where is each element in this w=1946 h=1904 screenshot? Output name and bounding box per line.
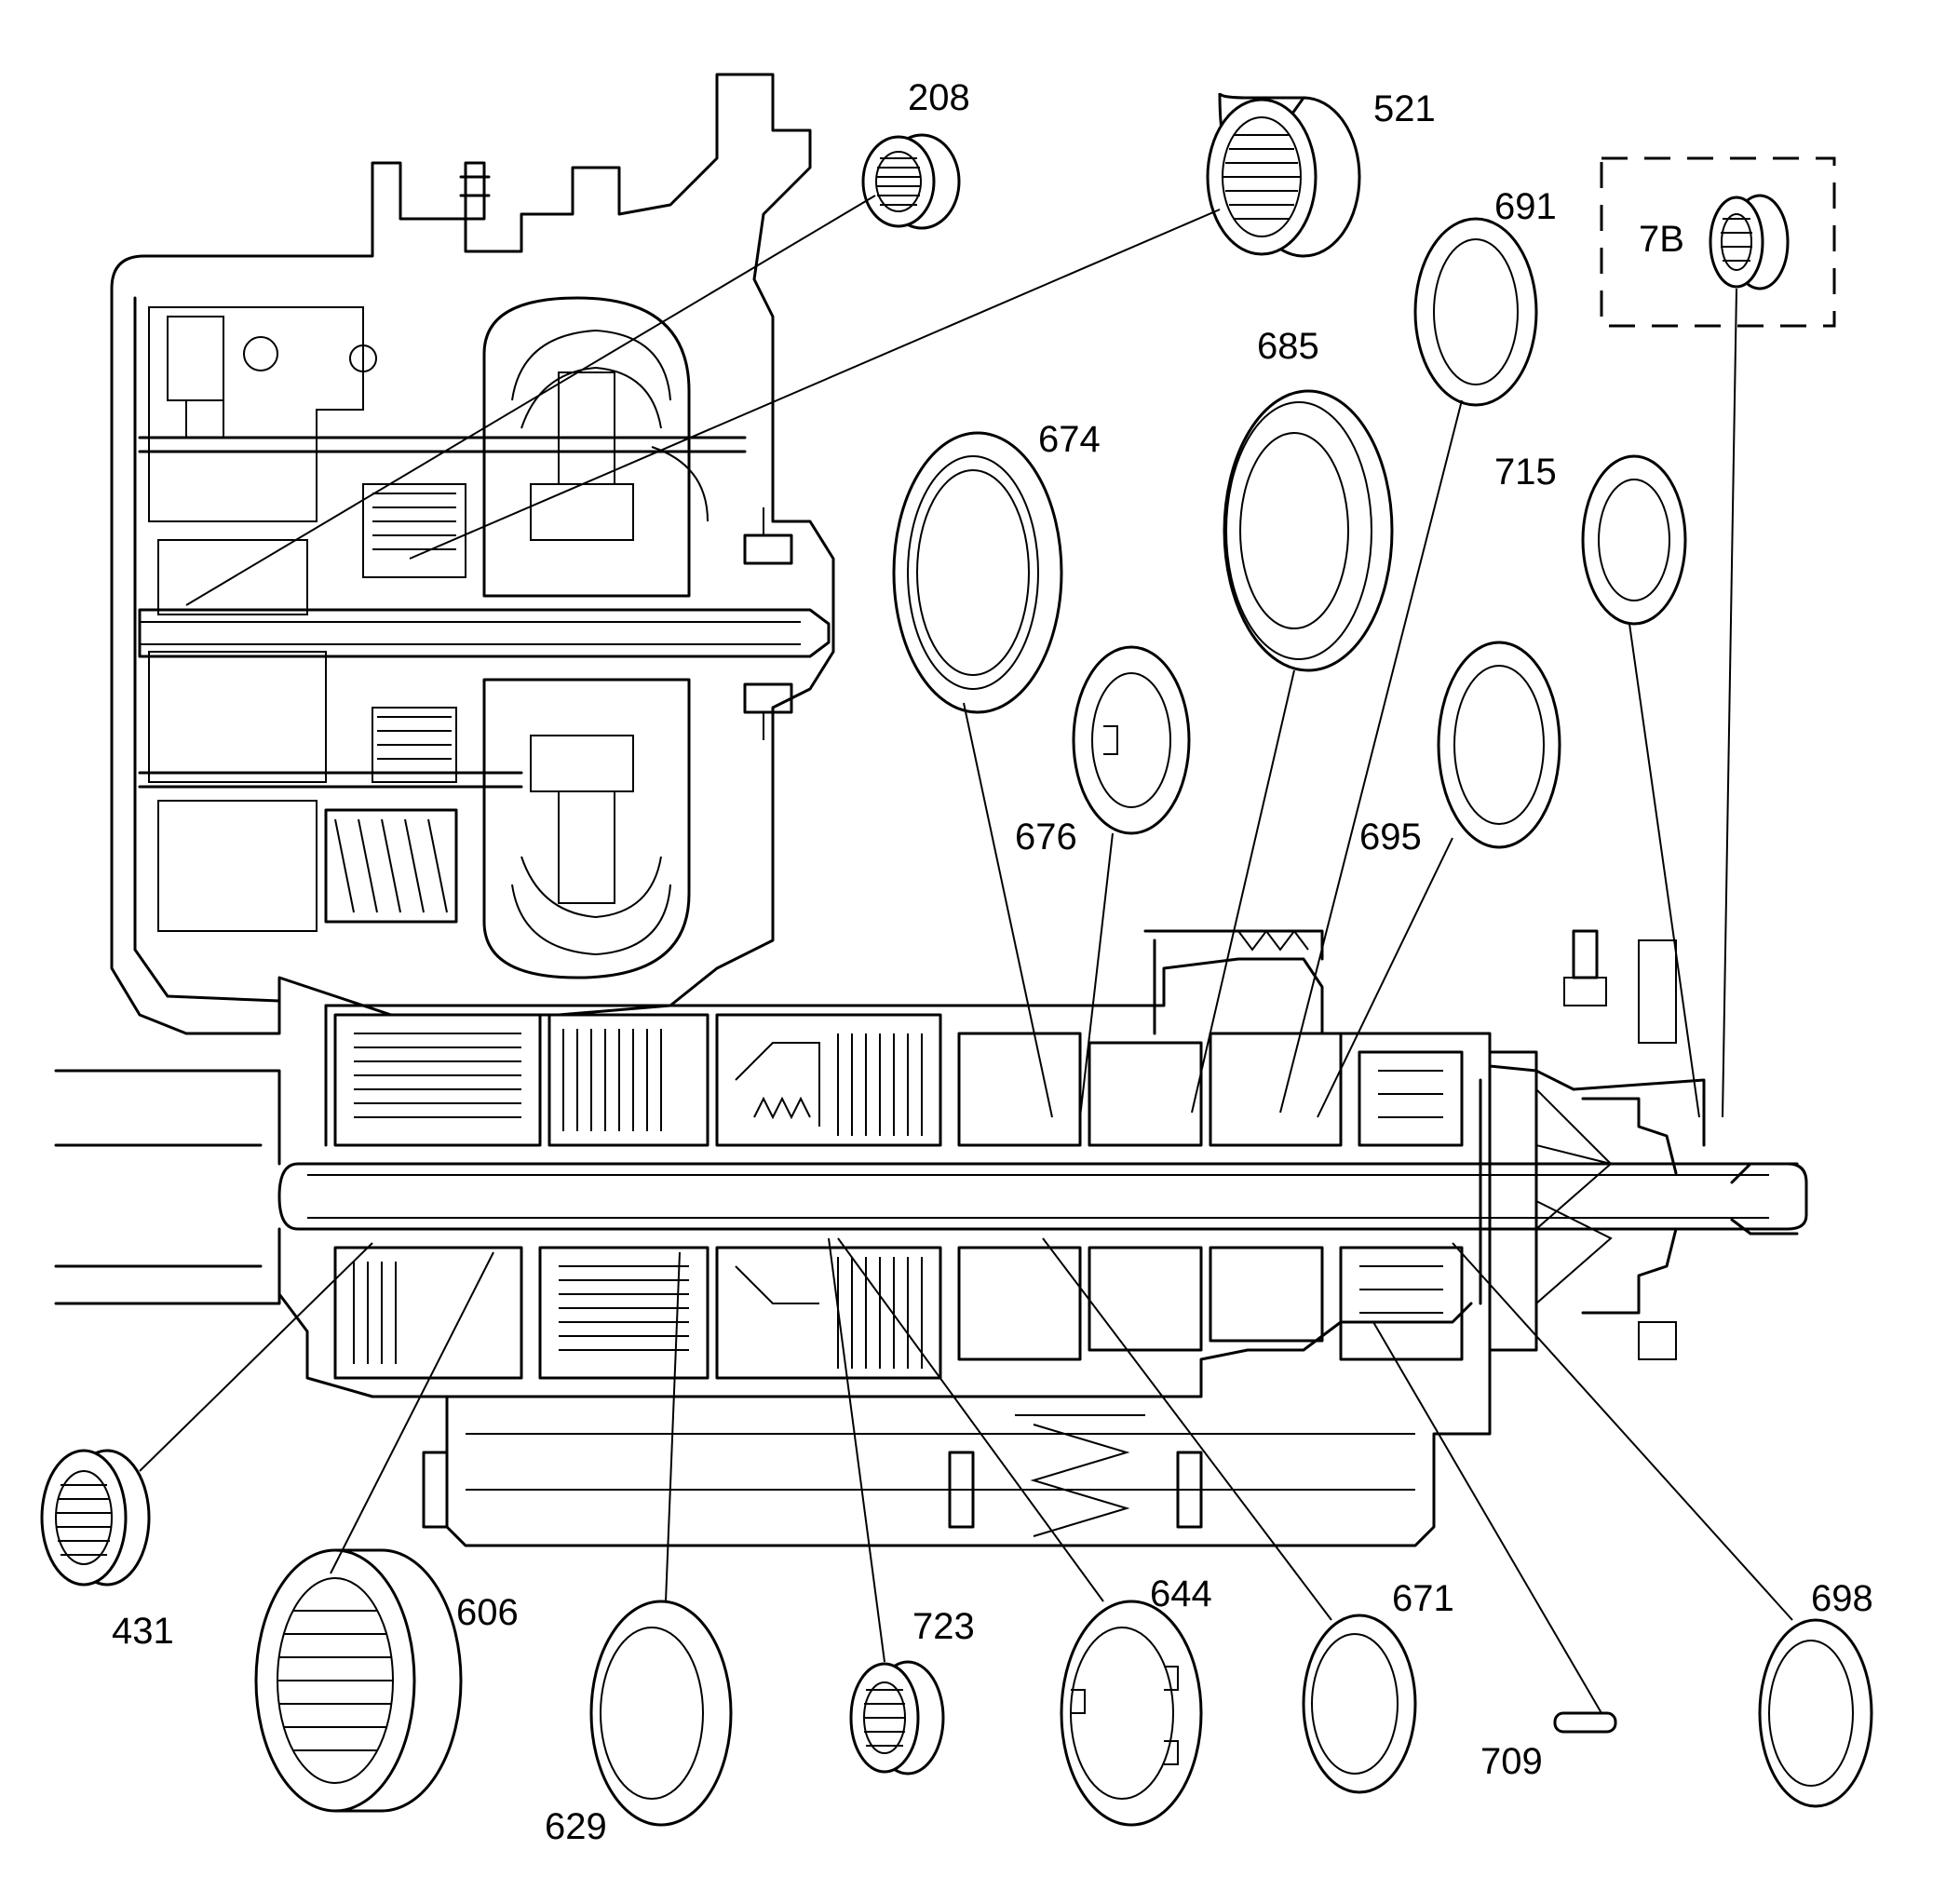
pump-assembly	[138, 296, 831, 979]
gearbox-assembly	[54, 929, 1808, 1547]
callout-606: 606	[456, 1592, 519, 1633]
callout-644: 644	[1150, 1573, 1212, 1614]
transmission-case	[110, 73, 835, 1035]
callout-labels: 208 521 691 7B 685 674 715 676 695 431 6…	[112, 77, 1873, 1847]
washer-676	[1072, 645, 1191, 835]
callout-695: 695	[1359, 817, 1422, 857]
callout-208: 208	[908, 77, 970, 118]
washer-695	[1437, 641, 1561, 849]
leader-lines	[139, 195, 1793, 1714]
bearing-606	[254, 1548, 463, 1813]
callout-521: 521	[1373, 88, 1436, 129]
bearing-723	[849, 1660, 945, 1776]
washer-715	[1581, 454, 1687, 626]
callout-709: 709	[1480, 1741, 1543, 1782]
callout-698: 698	[1811, 1578, 1873, 1619]
callout-676: 676	[1015, 817, 1077, 857]
washer-691	[1413, 217, 1538, 407]
washer-685	[1223, 389, 1394, 672]
callout-671: 671	[1392, 1578, 1454, 1619]
washer-671	[1302, 1614, 1417, 1794]
washer-698	[1758, 1618, 1873, 1808]
bearing-208	[861, 133, 961, 230]
bearing-431	[40, 1449, 151, 1587]
loose-parts	[40, 92, 1873, 1827]
callout-431: 431	[112, 1611, 174, 1652]
callout-691: 691	[1494, 186, 1557, 227]
callout-674: 674	[1038, 419, 1101, 460]
callout-629: 629	[545, 1806, 607, 1847]
callout-7b: 7B	[1639, 219, 1684, 260]
callout-723: 723	[912, 1606, 975, 1647]
callout-685: 685	[1257, 326, 1319, 367]
callout-715: 715	[1494, 452, 1557, 493]
washer-629	[589, 1600, 733, 1827]
bearing-7b	[1709, 194, 1790, 290]
pin-709	[1553, 1711, 1617, 1734]
washer-674	[892, 431, 1063, 714]
bearing-7b-box	[1600, 156, 1836, 328]
washer-644	[1060, 1600, 1203, 1827]
bushing-521	[1206, 92, 1361, 258]
